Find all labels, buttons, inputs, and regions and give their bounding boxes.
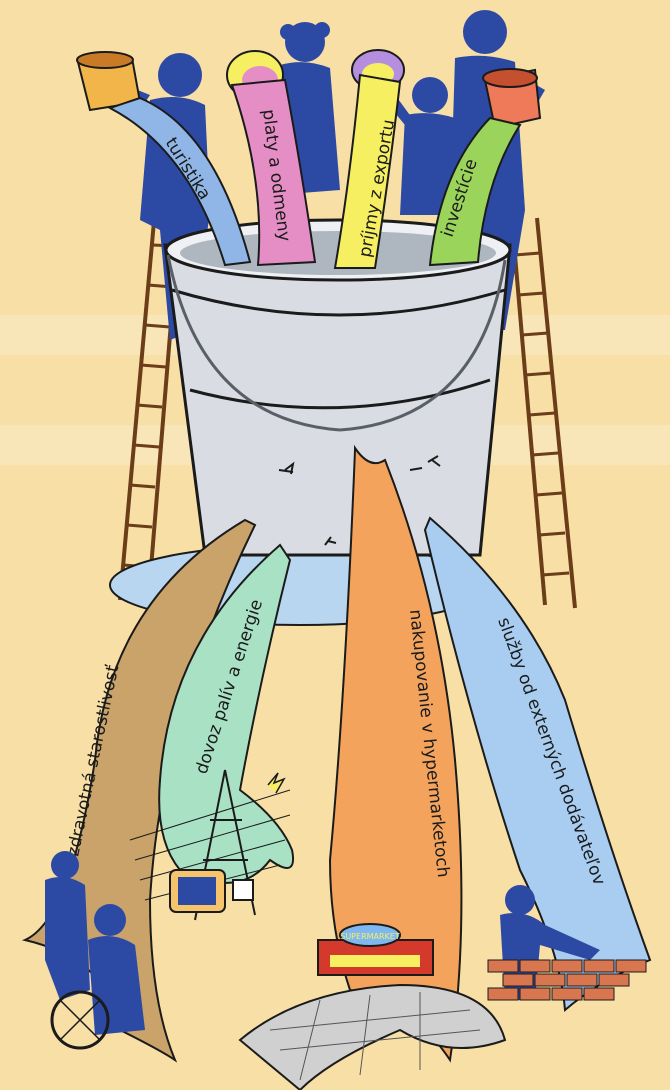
inflow-stream-1	[107, 96, 252, 267]
energy-scene	[129, 769, 291, 921]
supermarket-sign: SUPERMARKET	[340, 932, 400, 941]
wheelchair-scene	[45, 851, 145, 1050]
supermarket-scene: SUPERMARKET	[238, 923, 507, 1090]
pail-4	[482, 68, 542, 130]
right-ladder	[510, 217, 577, 609]
inflow-stream-4	[428, 116, 522, 267]
bucket	[163, 218, 512, 557]
pail-1	[76, 51, 142, 112]
outflow-stream-2	[158, 543, 294, 884]
inflow-stream-2	[230, 78, 317, 267]
inflow-stream-3	[333, 73, 402, 269]
construction-scene	[487, 885, 647, 1001]
outflow-stream-3	[328, 444, 463, 1063]
